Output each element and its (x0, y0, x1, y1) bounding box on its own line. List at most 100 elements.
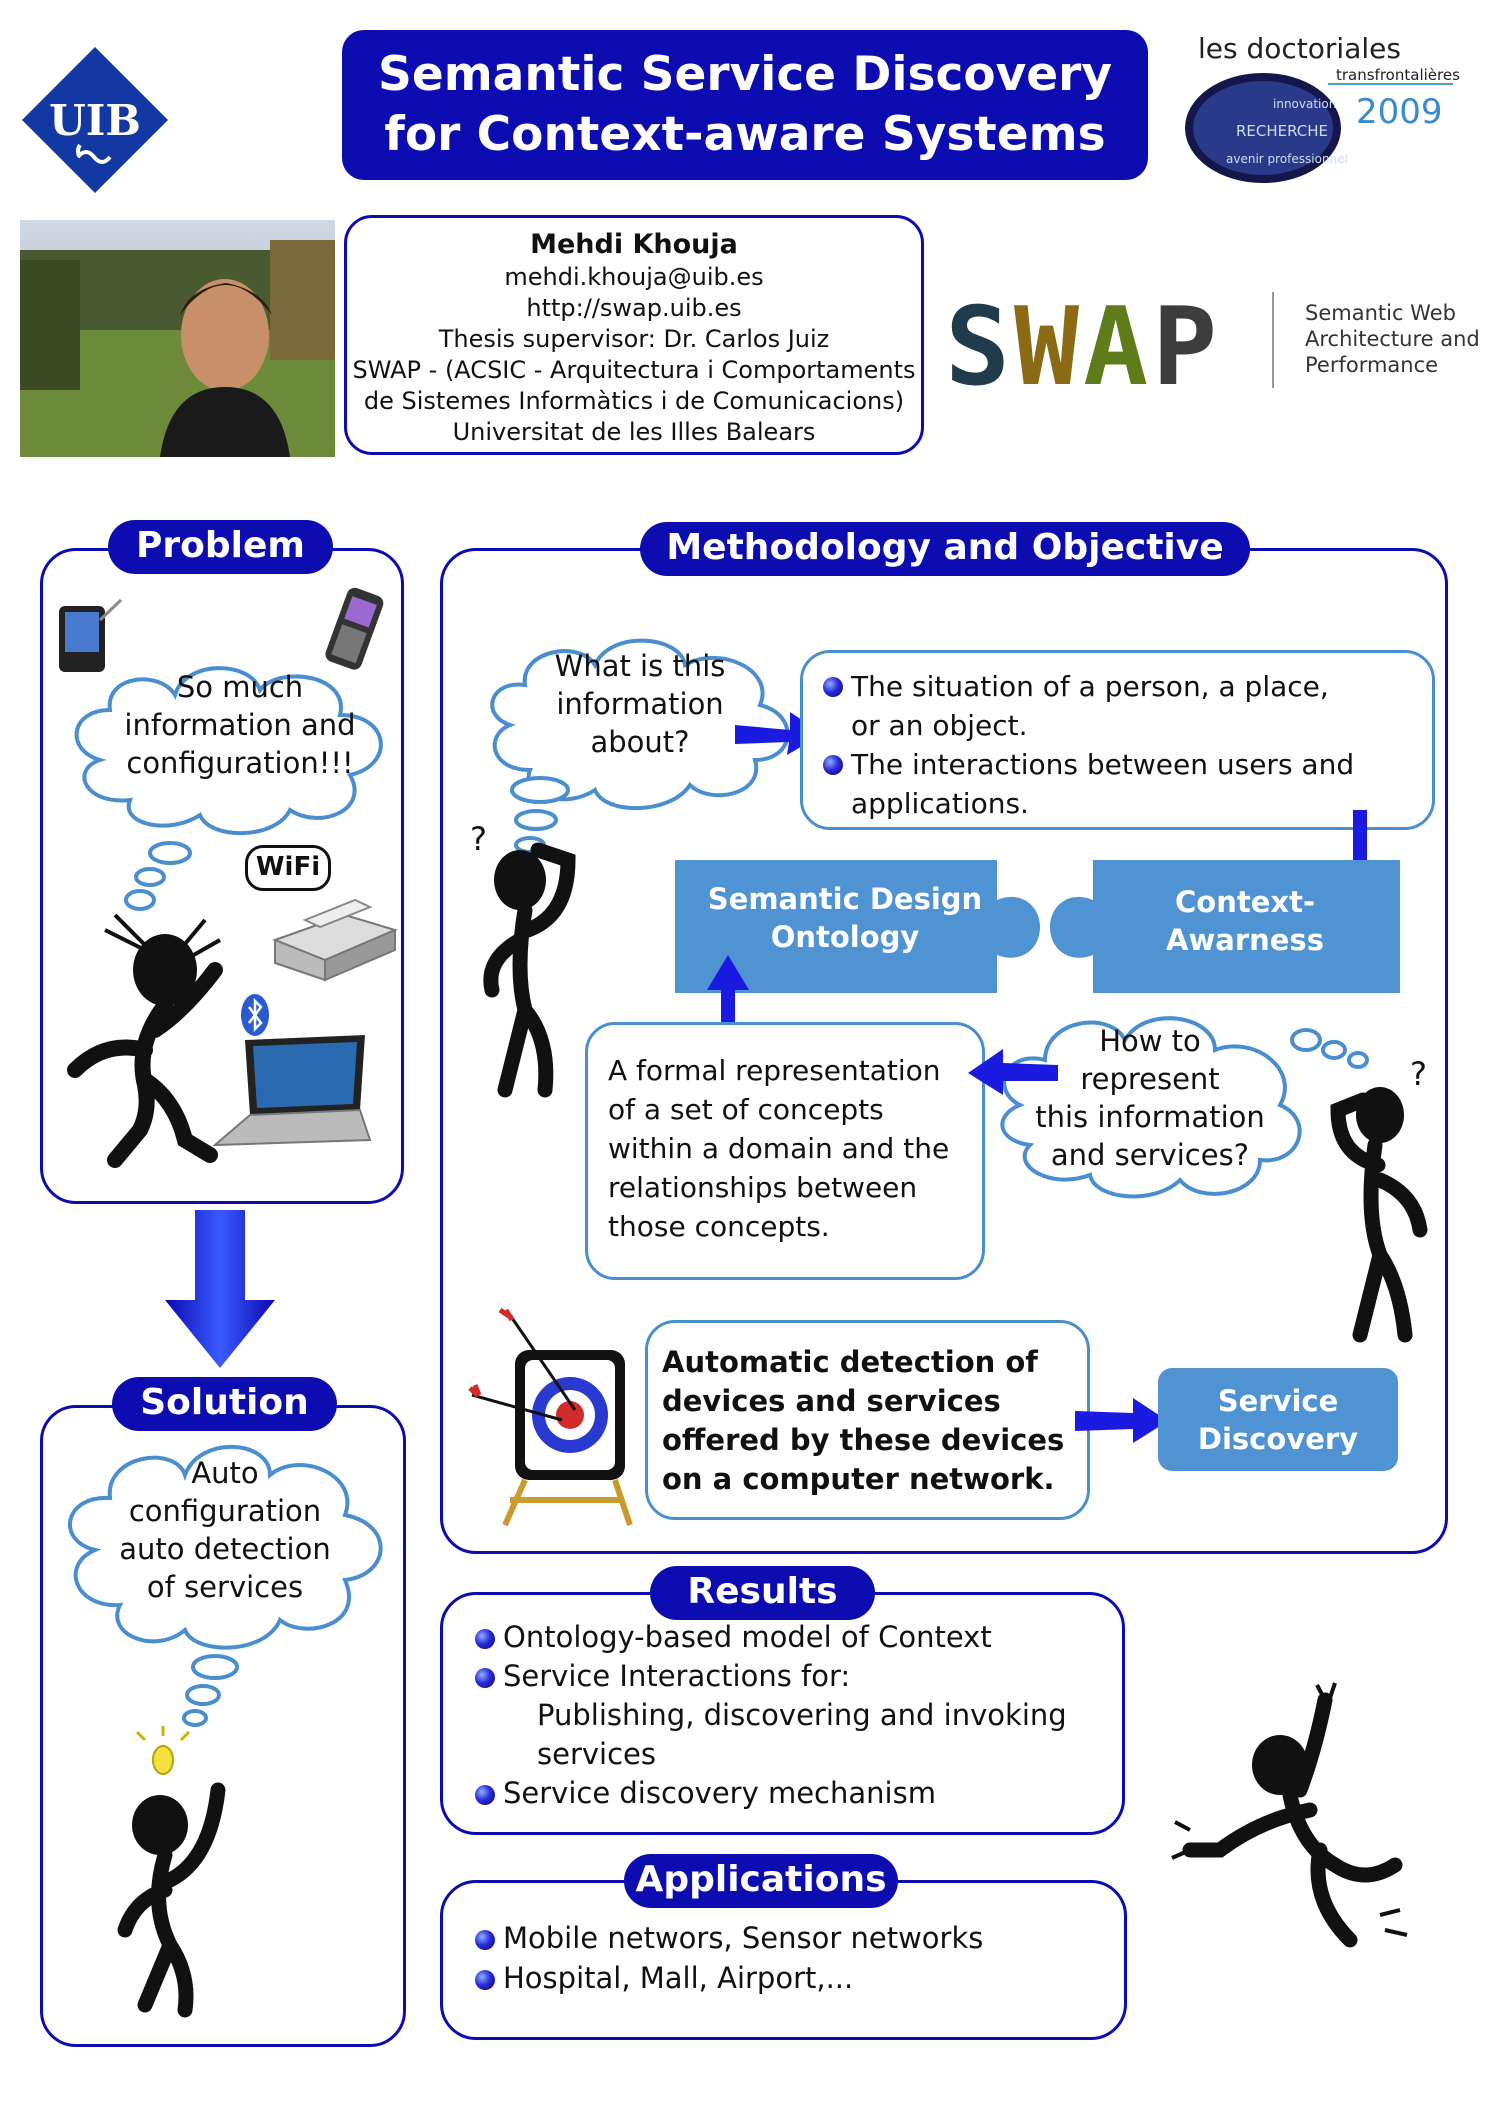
bullet-icon (475, 1970, 495, 1990)
problem-cloud-line-2: information and (124, 708, 356, 742)
puzzle-right-line-1: Context- (1175, 885, 1315, 919)
service-discovery-line-1: Service (1217, 1383, 1339, 1418)
results-item-3: Service discovery mechanism (475, 1774, 1115, 1813)
question-2-text: How to represent this information and se… (1010, 1022, 1290, 1174)
solution-cloud-line-3: auto detection (119, 1532, 331, 1566)
bullet-icon (475, 1629, 495, 1649)
doctoriales-word-1: innovation (1273, 97, 1336, 111)
research-group-line-1: SWAP - (ACSIC - Arquitectura i Comportam… (352, 356, 916, 384)
happy-person-figure (1171, 1682, 1408, 1948)
target-icon (468, 1307, 633, 1527)
methodology-heading: Methodology and Objective (640, 522, 1250, 576)
puzzle-right-label: Context- Awarness (1100, 883, 1390, 959)
thinking-person-figure-right: ? (1330, 1055, 1428, 1343)
author-email[interactable]: mehdi.khouja@uib.es (504, 263, 764, 291)
author-url[interactable]: http://swap.uib.es (526, 294, 742, 322)
svg-text:?: ? (470, 820, 487, 858)
results-item-1: Ontology-based model of Context (475, 1618, 1115, 1657)
printer-icon (272, 898, 398, 982)
problem-thought-cloud (74, 666, 383, 887)
objective-line-4: on a computer network. (662, 1462, 1055, 1496)
results-item-2-sub-2: services (537, 1737, 656, 1771)
swap-letter-s: S (945, 285, 1015, 410)
puzzle-right-line-2: Awarness (1166, 923, 1324, 957)
stressed-person-figure (67, 913, 223, 1168)
problem-cloud-line-3: configuration!!! (126, 746, 354, 780)
author-name: Mehdi Khouja (530, 229, 738, 260)
question-2-line-4: and services? (1050, 1138, 1250, 1172)
solution-cloud-line-4: of services (146, 1570, 304, 1604)
puzzle-left-line-1: Semantic Design (707, 882, 983, 916)
arrow-objective-to-service-discovery (1075, 1398, 1168, 1443)
problem-cloud-bubble-small (124, 889, 156, 911)
swap-letter-w: W (1014, 285, 1084, 410)
results-item-2-sub-1: Publishing, discovering and invoking (537, 1698, 1067, 1732)
bullet-icon (475, 1930, 495, 1950)
results-item-3-text: Service discovery mechanism (503, 1776, 936, 1810)
objective-line-1: Automatic detection of (662, 1345, 1038, 1379)
applications-item-2: Hospital, Mall, Airport,... (475, 1958, 1115, 1998)
thesis-supervisor: Thesis supervisor: Dr. Carlos Juiz (438, 325, 830, 353)
thinking-person-figure-left: ? (470, 820, 576, 1098)
ontology-def-line-2: of a set of concepts (608, 1093, 884, 1126)
objective-line-3: offered by these devices (662, 1423, 1065, 1457)
applications-item-2-text: Hospital, Mall, Airport,... (503, 1961, 854, 1995)
swap-divider (1272, 292, 1274, 388)
mobile-phone-icon (325, 587, 384, 670)
svg-text:?: ? (1410, 1055, 1427, 1093)
problem-cloud-line-1: So much (176, 670, 304, 704)
swap-letter-p: P (1152, 285, 1222, 410)
situation-bullet-1: The situation of a person, a place, or a… (823, 667, 1412, 745)
applications-list: Mobile networs, Sensor networks Hospital… (475, 1918, 1115, 1998)
solution-thought-cloud (67, 1444, 383, 1727)
results-item-2: Service Interactions for: (475, 1657, 1115, 1696)
situation-bullet-1-line-1: The situation of a person, a place, (851, 670, 1329, 703)
laptop-icon (212, 1035, 372, 1147)
question-1-text: What is this information about? (505, 647, 775, 761)
question-1-line-1: What is this (554, 649, 726, 683)
uib-logo-text: UIB (49, 96, 141, 145)
service-discovery-block: Service Discovery (1158, 1368, 1398, 1471)
swap-subtitle-line-2: Architecture and (1305, 327, 1480, 351)
results-heading: Results (650, 1566, 875, 1620)
uib-logo: UIB (20, 45, 170, 195)
puzzle-left-line-2: Ontology (770, 920, 920, 954)
results-list: Ontology-based model of Context Service … (475, 1618, 1115, 1813)
arrow-definition-to-ontology (707, 955, 749, 1055)
doctoriales-brand: les doctoriales (1198, 32, 1401, 65)
title-line-1: Semantic Service Discovery (377, 47, 1112, 102)
ontology-def-line-1: A formal representation (608, 1054, 941, 1087)
results-item-2-text: Service Interactions for: (503, 1659, 851, 1693)
research-group-line-2: de Sistemes Informàtics i de Comunicacio… (363, 387, 905, 415)
question-1-line-3: about? (590, 725, 690, 759)
doctoriales-subtitle: transfrontalières (1336, 66, 1460, 84)
question-cloud-2 (1000, 1016, 1302, 1199)
solution-heading: Solution (112, 1377, 337, 1431)
arrow-question-2-to-definition (968, 1049, 1058, 1095)
doctoriales-word-2: RECHERCHE (1236, 122, 1328, 140)
puzzle-left-label: Semantic Design Ontology (690, 880, 1000, 956)
bullet-icon (475, 1668, 495, 1688)
swap-letter-a: A (1083, 285, 1153, 410)
doctoriales-logo: les doctoriales transfrontalières innova… (1178, 28, 1460, 188)
objective-box: Automatic detection of devices and servi… (645, 1320, 1090, 1520)
swap-subtitle: Semantic Web Architecture and Performanc… (1305, 300, 1480, 378)
situation-bullet-2-line-1: The interactions between users and (851, 748, 1355, 781)
puzzle-graphic (675, 860, 1400, 993)
applications-heading: Applications (624, 1854, 898, 1908)
doctoriales-word-3: avenir professionnel (1226, 152, 1348, 166)
bluetooth-icon (241, 994, 269, 1036)
idea-person-figure (117, 1726, 226, 2018)
author-info-box: Mehdi Khouja mehdi.khouja@uib.es http://… (344, 215, 924, 455)
ontology-def-line-3: within a domain and the (608, 1132, 950, 1165)
pda-icon (59, 598, 123, 672)
problem-heading: Problem (108, 520, 333, 574)
solution-cloud-line-1: Auto (191, 1456, 259, 1490)
question-2-line-2: represent (1080, 1062, 1220, 1096)
university: Universitat de les Illes Balears (452, 418, 816, 446)
applications-item-1-text: Mobile networs, Sensor networks (503, 1921, 984, 1955)
author-photo (20, 220, 335, 457)
results-item-1-text: Ontology-based model of Context (503, 1620, 992, 1654)
solution-cloud-line-2: configuration (128, 1494, 322, 1528)
ontology-def-line-5: those concepts. (608, 1210, 830, 1243)
